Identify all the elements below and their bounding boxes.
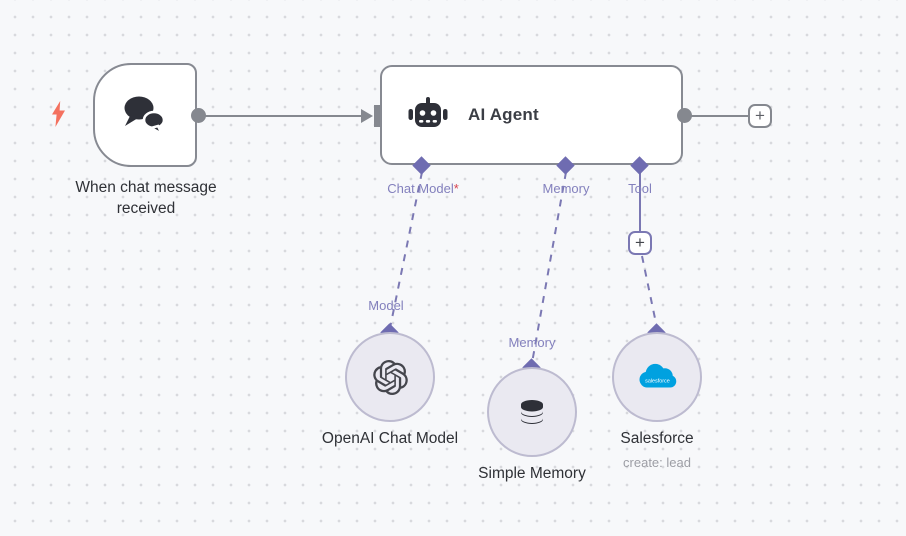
agent-port-label-chat-model: Chat Model* [387, 181, 459, 196]
salesforce-icon: salesforce [639, 363, 677, 388]
connection-tool-lower [641, 255, 658, 329]
trigger-node-label: When chat message received [75, 179, 217, 218]
trigger-node-chat-message[interactable] [93, 63, 197, 167]
port-label-text: Chat Model [387, 181, 454, 196]
openai-icon [372, 359, 408, 395]
salesforce-operation-label: create: lead [623, 455, 691, 470]
required-marker: * [453, 181, 459, 196]
arrowhead-icon [361, 109, 373, 123]
database-icon [521, 400, 543, 424]
openai-node-label: OpenAI Chat Model [321, 430, 459, 447]
openai-chat-model-node[interactable] [345, 332, 435, 422]
robot-icon [408, 97, 448, 127]
simple-memory-node[interactable] [487, 367, 577, 457]
trigger-lightning-icon [52, 101, 65, 127]
add-tool-button[interactable]: + [628, 231, 652, 255]
agent-port-label-tool: Tool [628, 181, 652, 196]
agent-title: AI Agent [468, 105, 539, 124]
agent-port-label-memory: Memory [542, 181, 590, 196]
add-node-button[interactable]: + [748, 104, 772, 128]
memory-port-label: Memory [508, 335, 556, 350]
salesforce-logo-text: salesforce [645, 379, 670, 385]
trigger-output-dot[interactable] [191, 108, 206, 123]
chat-bubbles-icon [124, 96, 166, 136]
agent-output-dot[interactable] [677, 108, 692, 123]
salesforce-node-label: Salesforce [620, 430, 694, 447]
simple-memory-node-label: Simple Memory [478, 465, 586, 482]
model-port-label: Model [368, 298, 404, 313]
salesforce-node[interactable]: salesforce [612, 332, 702, 422]
agent-node[interactable]: AI Agent [380, 65, 683, 165]
